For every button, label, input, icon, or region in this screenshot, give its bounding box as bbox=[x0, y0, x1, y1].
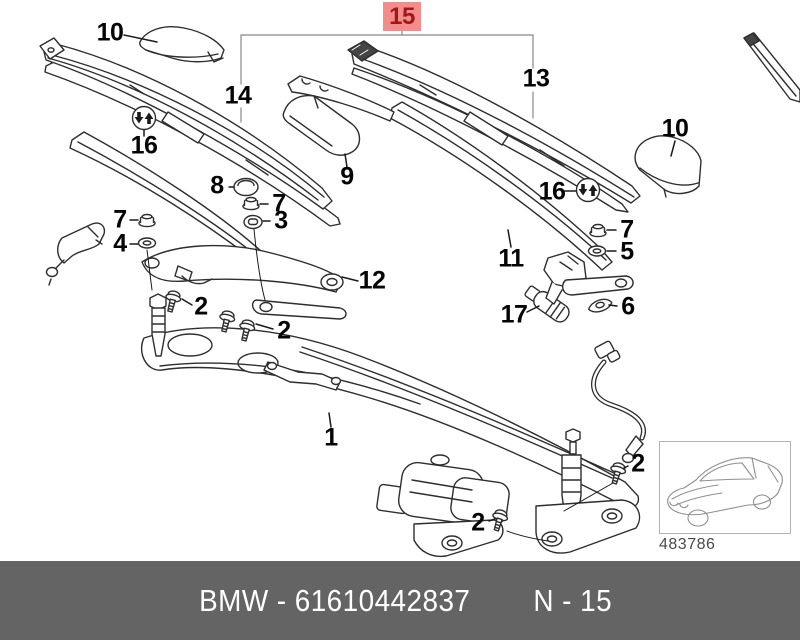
washer-nozzle bbox=[45, 222, 106, 286]
callout-5[interactable]: 5 bbox=[620, 237, 634, 266]
footer-page-ref: N - 15 bbox=[533, 582, 613, 618]
wiper-linkage-frame bbox=[140, 293, 641, 558]
callout-2-c[interactable]: 2 bbox=[471, 508, 485, 537]
callout-12[interactable]: 12 bbox=[358, 266, 386, 295]
cover-channel bbox=[282, 75, 395, 156]
inset-ref-number: 483786 bbox=[659, 536, 716, 553]
callout-8[interactable]: 8 bbox=[210, 171, 224, 200]
callout-16-left[interactable]: 16 bbox=[130, 131, 158, 160]
callout-15-highlighted[interactable]: 15 bbox=[383, 2, 421, 31]
callout-6[interactable]: 6 bbox=[621, 292, 635, 321]
callout-10-left[interactable]: 10 bbox=[96, 18, 124, 47]
hardware-fasteners bbox=[137, 177, 628, 534]
callout-4[interactable]: 4 bbox=[113, 229, 127, 258]
callout-3[interactable]: 3 bbox=[274, 206, 288, 235]
callout-13[interactable]: 13 bbox=[522, 64, 550, 93]
wiper-blade-left bbox=[39, 37, 341, 227]
callout-11[interactable]: 11 bbox=[498, 244, 524, 273]
wiper-arm-left bbox=[69, 131, 347, 320]
footer-part-number: BMW - 61610442837 bbox=[198, 582, 470, 618]
check-valve bbox=[524, 285, 570, 323]
callout-7-left[interactable]: 7 bbox=[113, 205, 127, 234]
vehicle-inset-box bbox=[659, 441, 791, 534]
callout-2-a[interactable]: 2 bbox=[194, 292, 208, 321]
callout-16-right[interactable]: 16 bbox=[538, 177, 566, 206]
callout-9[interactable]: 9 bbox=[340, 162, 354, 191]
parts-diagram-art bbox=[39, 26, 800, 558]
leader-lines bbox=[123, 34, 676, 542]
cover-cap-right bbox=[634, 135, 702, 198]
callout-15-bracket bbox=[240, 30, 534, 123]
callout-2-d[interactable]: 2 bbox=[631, 449, 645, 478]
wiper-arm-right bbox=[389, 101, 634, 305]
callout-10-right[interactable]: 10 bbox=[661, 114, 689, 143]
callout-14[interactable]: 14 bbox=[224, 81, 252, 110]
blade-strip-corner bbox=[743, 32, 800, 103]
washer-hose bbox=[591, 340, 646, 464]
callout-1[interactable]: 1 bbox=[324, 423, 338, 452]
footer-bar: BMW - 61610442837 N - 15 bbox=[0, 561, 800, 640]
cover-cap-left bbox=[139, 26, 225, 63]
callout-17[interactable]: 17 bbox=[500, 300, 528, 329]
callout-7-right[interactable]: 7 bbox=[620, 215, 634, 244]
callout-2-b[interactable]: 2 bbox=[277, 316, 291, 345]
callout-7-mid[interactable]: 7 bbox=[272, 189, 286, 218]
vehicle-thumbnail bbox=[667, 457, 783, 527]
wiper-blade-right bbox=[347, 40, 641, 213]
